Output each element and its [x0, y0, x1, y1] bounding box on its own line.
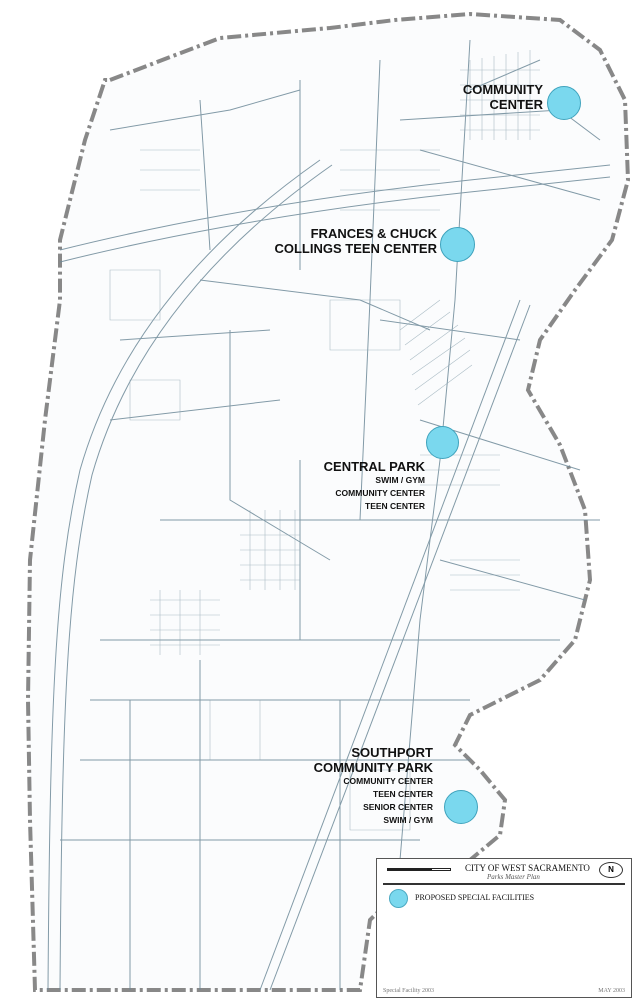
- facility-marker-central-park[interactable]: [426, 426, 459, 459]
- facility-marker-community-center[interactable]: [547, 86, 581, 120]
- label-title-line: CENTER: [489, 97, 543, 112]
- label-title-line: COLLINGS TEEN CENTER: [274, 241, 437, 256]
- label-community-center: COMMUNITY CENTER: [463, 82, 543, 112]
- scale-bar: [387, 868, 431, 871]
- legend-footer-right: MAY 2003: [598, 988, 625, 994]
- legend-key-swatch: [389, 889, 408, 908]
- label-item: SWIM / GYM: [375, 475, 425, 485]
- label-item: COMMUNITY CENTER: [343, 776, 433, 786]
- facility-marker-southport[interactable]: [444, 790, 478, 824]
- label-central-park: CENTRAL PARK SWIM / GYM COMMUNITY CENTER…: [324, 459, 425, 513]
- city-boundary: [25, 11, 631, 992]
- label-title-line: FRANCES & CHUCK: [310, 226, 437, 241]
- label-title-line: COMMUNITY: [462, 82, 543, 97]
- map-legend: CITY OF WEST SACRAMENTO Parks Master Pla…: [376, 858, 632, 998]
- legend-key-label: PROPOSED SPECIAL FACILITIES: [415, 893, 535, 902]
- scale-bar-segment: [431, 868, 451, 871]
- facility-marker-teen-center[interactable]: [440, 227, 475, 262]
- label-item: SENIOR CENTER: [363, 802, 433, 812]
- legend-subtitle: Parks Master Plan: [487, 873, 540, 881]
- label-item: SWIM / GYM: [383, 815, 433, 825]
- north-arrow-icon: N: [599, 862, 623, 878]
- legend-footer-left: Special Facility 2003: [383, 988, 434, 994]
- label-item: TEEN CENTER: [373, 789, 433, 799]
- label-title-line: COMMUNITY PARK: [313, 760, 433, 775]
- label-southport: SOUTHPORT COMMUNITY PARK COMMUNITY CENTE…: [314, 745, 433, 827]
- label-item: TEEN CENTER: [365, 501, 425, 511]
- legend-divider: [383, 883, 625, 885]
- label-title-line: SOUTHPORT: [351, 745, 433, 760]
- label-title: CENTRAL PARK: [323, 459, 425, 474]
- label-teen-center: FRANCES & CHUCK COLLINGS TEEN CENTER: [274, 226, 437, 256]
- label-item: COMMUNITY CENTER: [335, 488, 425, 498]
- legend-title: CITY OF WEST SACRAMENTO: [465, 863, 590, 873]
